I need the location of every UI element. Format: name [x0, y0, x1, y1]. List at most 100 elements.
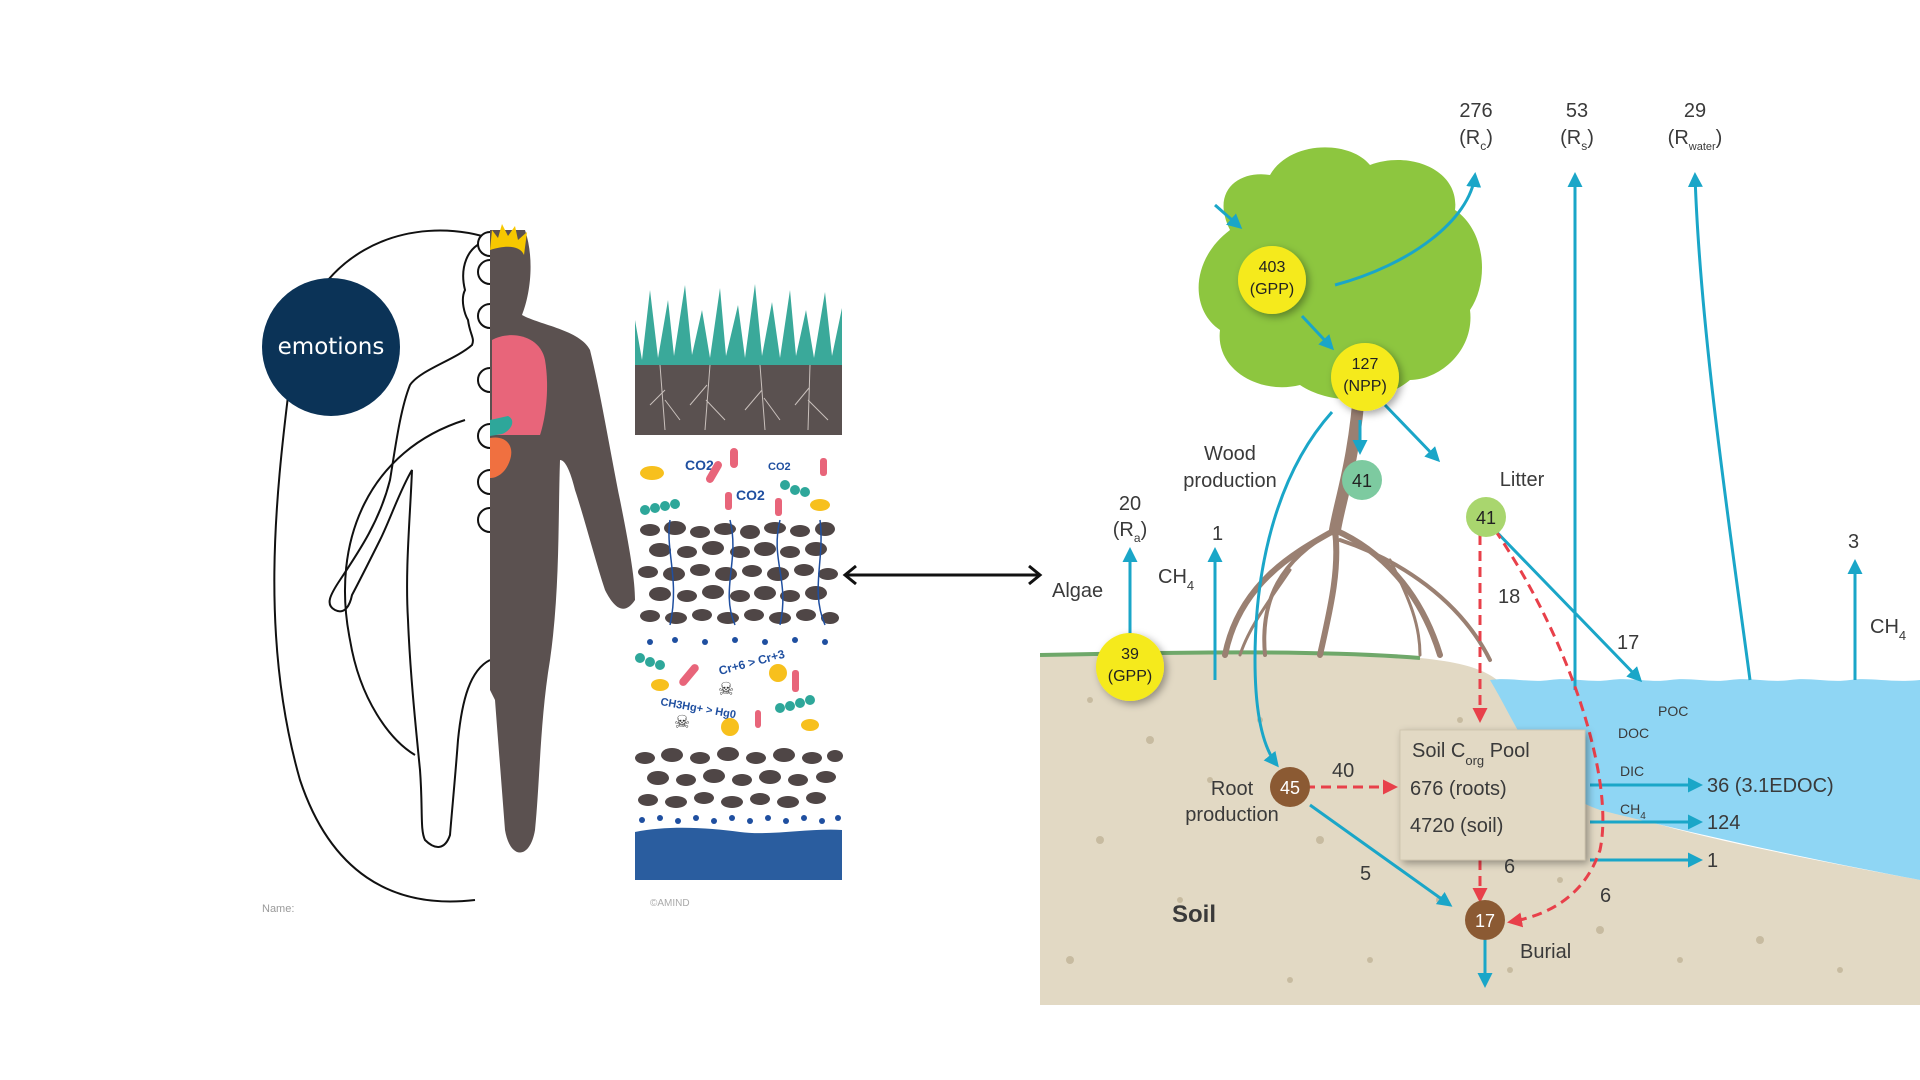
root-to-burial-value: 5 — [1360, 863, 1371, 885]
copyright-label: ©AMIND — [650, 898, 690, 909]
svg-text:(Rwater): (Rwater) — [1668, 127, 1723, 153]
body-outline-half — [328, 239, 491, 848]
co2-label: CO2 — [768, 461, 791, 473]
water-drops-lower — [639, 815, 841, 824]
node-wood: 41 — [1342, 460, 1382, 500]
mercury-label: CH3Hg+ > Hg0 — [659, 696, 736, 721]
npp-to-root-arrow — [1253, 410, 1334, 768]
ch4-export-label: CH4 — [1620, 801, 1646, 822]
groundwater — [635, 827, 842, 880]
top-flux-rwater: 29 (Rwater) — [1668, 100, 1723, 153]
grass — [635, 284, 842, 365]
root-to-burial-arrow — [1309, 803, 1453, 907]
tree-canopy — [1198, 147, 1482, 400]
svg-text:(Rs): (Rs) — [1560, 127, 1594, 153]
soil-ch4-value: 1 — [1212, 523, 1223, 545]
litter-to-soil-value: 18 — [1498, 586, 1520, 608]
doc-export-value: 36 (3.1EDOC) — [1707, 775, 1834, 797]
water-channels — [668, 519, 826, 626]
pool-roots-value: 676 (roots) — [1410, 778, 1507, 800]
soil-label: Soil — [1172, 901, 1216, 928]
water-ch4-value: 3 — [1848, 531, 1859, 553]
node-npp: 127 (NPP) — [1331, 343, 1399, 411]
name-label: Name: — [262, 903, 295, 915]
svg-text:45: 45 — [1280, 778, 1300, 798]
poc-label: POC — [1658, 703, 1688, 719]
svg-text:Soil Corg Pool: Soil Corg Pool — [1412, 740, 1530, 768]
wood-production-label: Wood — [1204, 443, 1256, 465]
node-gpp-tree: 403 (GPP) — [1238, 246, 1306, 314]
pool-to-burial-value: 6 — [1504, 856, 1515, 878]
water-drops-upper — [647, 637, 828, 645]
carbon-flux-diagram: Soil Corg Pool 676 (roots) 4720 (soil) 4… — [1040, 100, 1920, 1005]
soil-illustration: CO2 CO2 CO2 Cr+6 > Cr+3 CH3Hg+ > Hg0 ☠ ☠ — [635, 284, 843, 880]
soil-particles-lower — [635, 747, 843, 808]
stomach — [490, 437, 512, 478]
soil-carbon-pool-box: Soil Corg Pool 676 (roots) 4720 (soil) — [1399, 729, 1586, 861]
dic-label: DIC — [1620, 763, 1644, 779]
litter-to-burial-arrow — [1493, 529, 1605, 928]
litter-to-poc-arrow — [1483, 518, 1643, 683]
co2-label: CO2 — [736, 487, 765, 503]
svg-text:276: 276 — [1459, 100, 1492, 122]
svg-text:17: 17 — [1475, 911, 1495, 931]
body-illustration — [273, 224, 635, 903]
skull-icon: ☠ — [674, 712, 690, 732]
double-arrow-connector — [842, 564, 1043, 586]
node-root: 45 — [1270, 767, 1310, 807]
outer-loop-line — [273, 229, 496, 903]
svg-text:(GPP): (GPP) — [1250, 281, 1294, 298]
litter-label: Litter — [1500, 469, 1545, 491]
water-ch4-label: CH4 — [1870, 616, 1906, 643]
hair — [490, 224, 527, 255]
liver — [490, 416, 513, 436]
ch4-export-value: 1 — [1707, 850, 1718, 872]
roots — [649, 364, 829, 431]
smiley-icon — [721, 718, 739, 736]
root-production-label: Root — [1211, 778, 1254, 800]
litter-to-burial-value: 6 — [1600, 885, 1611, 907]
svg-text:(GPP): (GPP) — [1108, 668, 1152, 685]
sunlight-arrow — [1214, 203, 1243, 229]
microbes-upper: CO2 CO2 CO2 — [640, 448, 830, 516]
lung — [492, 335, 548, 435]
co2-label: CO2 — [685, 457, 714, 473]
ra-value: 20 — [1119, 493, 1141, 515]
flux-arrows — [1122, 172, 1863, 988]
gpp-to-npp-arrow — [1300, 314, 1335, 351]
dashed-flux-arrows — [1305, 529, 1605, 928]
rwater-arrow — [1687, 172, 1752, 681]
svg-text:(Rc): (Rc) — [1459, 127, 1493, 153]
rc-arrow — [1334, 172, 1482, 287]
root-to-pool-value: 40 — [1332, 760, 1354, 782]
topsoil-layer — [635, 365, 842, 435]
microbes-lower: Cr+6 > Cr+3 CH3Hg+ > Hg0 ☠ ☠ — [635, 647, 819, 736]
inner-loop-line — [343, 419, 466, 756]
svg-text:41: 41 — [1476, 508, 1496, 528]
pool-soil-value: 4720 (soil) — [1410, 815, 1503, 837]
svg-text:29: 29 — [1684, 100, 1706, 122]
svg-text:39: 39 — [1121, 646, 1139, 663]
top-flux-rc: 276 (Rc) — [1459, 100, 1493, 153]
node-litter: 41 — [1466, 497, 1506, 537]
doc-label: DOC — [1618, 725, 1649, 741]
wood-production-label: production — [1183, 470, 1276, 492]
smiley-icon — [769, 664, 787, 682]
npp-to-litter-arrow — [1383, 403, 1441, 463]
soil-ch4-label: CH4 — [1158, 566, 1194, 593]
top-flux-rs: 53 (Rs) — [1560, 100, 1594, 153]
svg-text:403: 403 — [1259, 259, 1286, 276]
litter-to-poc-value: 17 — [1617, 632, 1639, 654]
emotions-bubble: emotions — [262, 278, 400, 416]
soil-particles-upper — [638, 521, 839, 624]
ra-label: (Ra) — [1113, 519, 1147, 545]
svg-text:127: 127 — [1352, 356, 1379, 373]
dic-export-value: 124 — [1707, 812, 1740, 834]
svg-text:41: 41 — [1352, 471, 1372, 491]
node-algae-gpp: 39 (GPP) — [1096, 633, 1164, 701]
svg-text:53: 53 — [1566, 100, 1588, 122]
emotions-label: emotions — [277, 334, 385, 360]
soil-dots — [1066, 697, 1843, 983]
root-production-label: production — [1185, 804, 1278, 826]
water-body — [1490, 679, 1920, 880]
